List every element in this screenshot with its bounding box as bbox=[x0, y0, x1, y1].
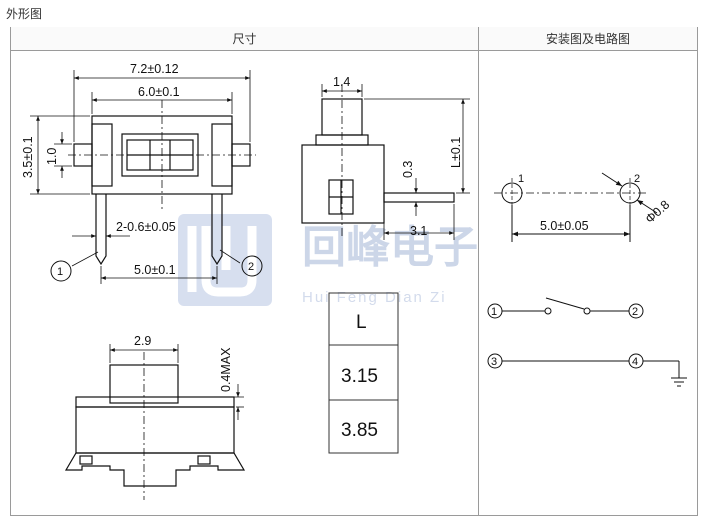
installation-circuit-header: 安装图及电路图 bbox=[479, 27, 697, 51]
dim-pin-pitch: 5.0±0.1 bbox=[134, 263, 176, 277]
dim-pin-width: 2-0.6±0.05 bbox=[116, 220, 176, 234]
dim-hole-diameter: Φ0.8 bbox=[643, 197, 673, 226]
pin-2-callout bbox=[241, 255, 263, 277]
top-view-dimensions bbox=[30, 70, 251, 284]
switch-terminal-2: 2 bbox=[632, 306, 638, 318]
length-table-row: 3.85 bbox=[341, 420, 378, 441]
pin-1-label: 1 bbox=[57, 266, 63, 278]
dim-front-actuator-width: 2.9 bbox=[134, 334, 151, 348]
pin-1-callout bbox=[50, 260, 72, 282]
dim-pin-length: 3.1 bbox=[410, 224, 427, 238]
watermark-subtitle: Hui Feng Dian Zi bbox=[302, 289, 447, 306]
watermark-logo-icon bbox=[178, 214, 272, 306]
ground-terminal-4: 4 bbox=[632, 356, 638, 368]
switch-circuit bbox=[487, 297, 644, 319]
pin-2-label: 2 bbox=[248, 261, 254, 273]
pcb-hole-1-label: 1 bbox=[518, 173, 524, 185]
length-table-header: L bbox=[356, 312, 367, 333]
dim-actuator-offset: 0.3 bbox=[401, 161, 415, 178]
pcb-layout-drawing bbox=[494, 172, 658, 242]
side-view-dimensions bbox=[321, 84, 470, 240]
front-view-dimensions bbox=[109, 344, 244, 420]
length-table bbox=[328, 292, 399, 454]
dim-actuator-width: 1.4 bbox=[333, 75, 350, 89]
dim-width-total: 7.2±0.12 bbox=[130, 62, 179, 76]
switch-terminal-1: 1 bbox=[491, 306, 497, 318]
dim-max-protrusion: 0.4MAX bbox=[219, 347, 233, 392]
top-view-drawing bbox=[68, 100, 256, 266]
dim-height-total: 3.5±0.1 bbox=[21, 136, 35, 178]
ground-symbol-icon bbox=[671, 377, 687, 387]
watermark: 回峰电子 Hui Feng Dian Zi bbox=[178, 214, 478, 306]
pcb-hole-2-label: 2 bbox=[634, 173, 640, 185]
length-table-row: 3.15 bbox=[341, 366, 378, 387]
ground-terminal-3: 3 bbox=[491, 356, 497, 368]
ground-circuit bbox=[487, 353, 680, 378]
front-view-drawing bbox=[64, 352, 246, 500]
dim-width-inner: 6.0±0.1 bbox=[138, 85, 180, 99]
dimensions-header: 尺寸 bbox=[11, 27, 478, 51]
side-view-drawing bbox=[301, 84, 455, 236]
dim-height-inner: 1.0 bbox=[45, 148, 59, 165]
page-title: 外形图 bbox=[6, 7, 43, 21]
dim-hole-spacing: 5.0±0.05 bbox=[540, 219, 589, 233]
column-divider bbox=[478, 27, 479, 516]
dim-length-L: L±0.1 bbox=[449, 137, 463, 168]
watermark-text: 回峰电子 bbox=[302, 222, 478, 273]
